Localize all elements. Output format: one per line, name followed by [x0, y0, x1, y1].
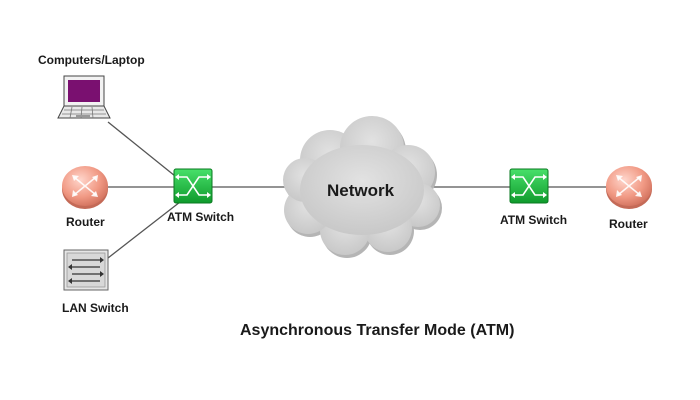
- atm-switch-right-icon: [509, 168, 549, 204]
- router-right-label: Router: [609, 217, 648, 231]
- atm-switch-left-icon: [173, 168, 213, 204]
- router-left-label: Router: [66, 215, 105, 229]
- links: [107, 121, 608, 259]
- link-laptop-atm: [107, 121, 181, 181]
- laptop-icon: [57, 75, 111, 119]
- lan-switch-label: LAN Switch: [62, 301, 129, 315]
- atm-switch-right-label: ATM Switch: [500, 213, 568, 227]
- lan-switch-icon: [63, 249, 109, 291]
- router-right-icon: [605, 165, 653, 210]
- link-lanswitch-atm: [107, 201, 181, 259]
- atm-switch-left-label: ATM Switch: [167, 210, 235, 224]
- network-cloud-icon: [283, 116, 442, 258]
- network-label: Network: [327, 181, 395, 200]
- diagram-caption: Asynchronous Transfer Mode (ATM): [240, 322, 515, 339]
- computer-label: Computers/Laptop: [38, 53, 145, 67]
- router-icon: [61, 165, 109, 210]
